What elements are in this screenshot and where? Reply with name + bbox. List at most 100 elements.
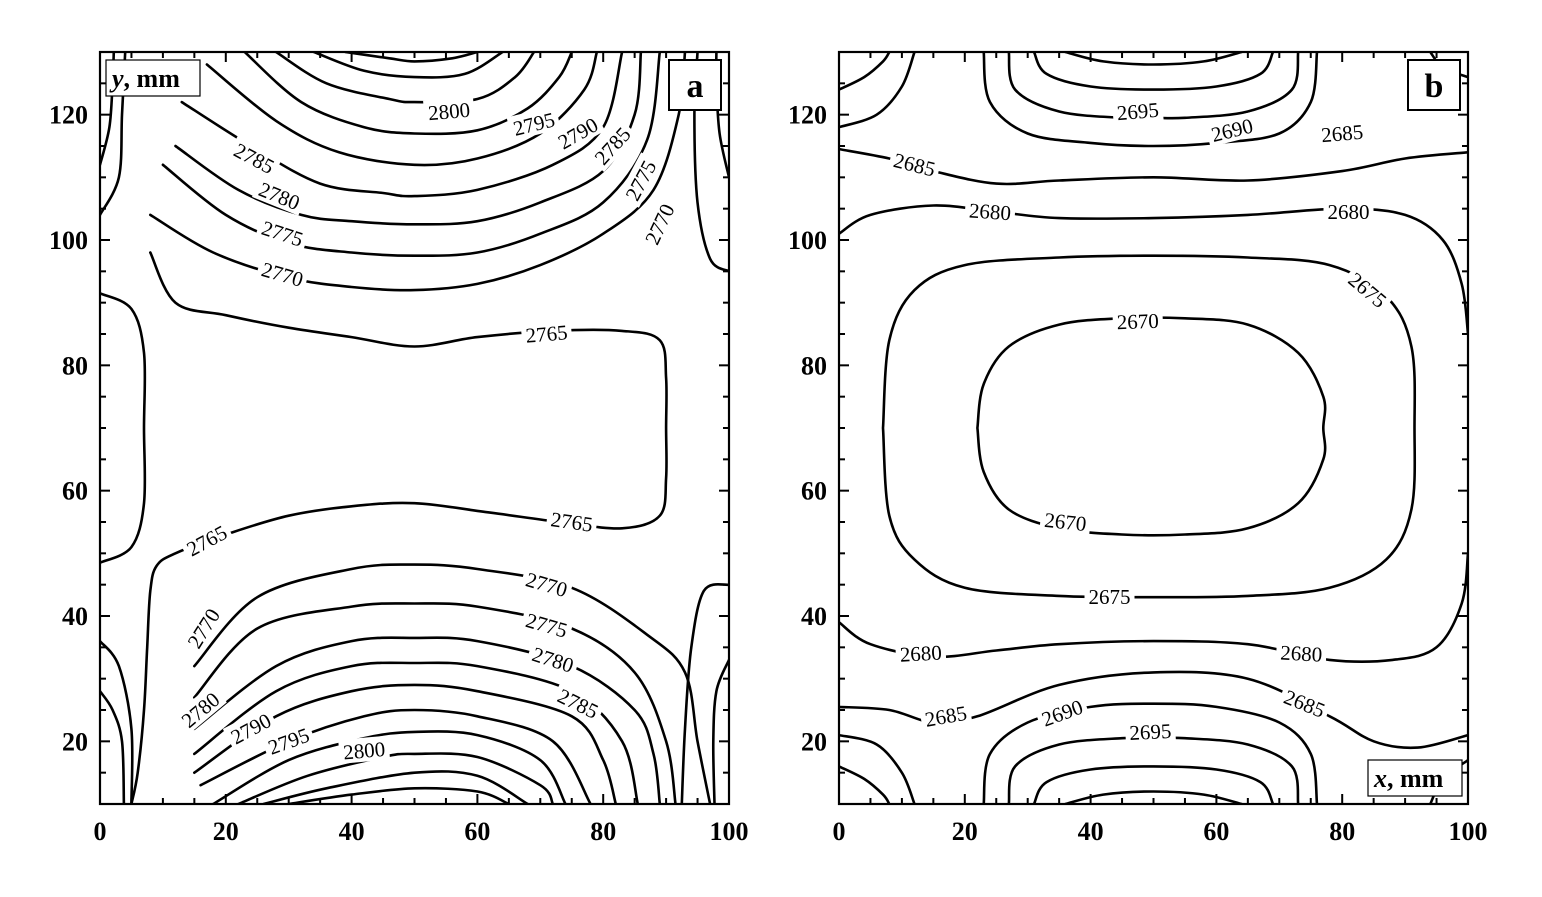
contour-label-text: 2765 [549, 507, 594, 537]
axis-label-text: x, mm [1373, 764, 1444, 793]
y-tick-label: 100 [788, 226, 827, 255]
x-tick-label: 0 [94, 817, 107, 846]
x-tick-label: 60 [464, 817, 490, 846]
contour-label: 2670 [1112, 307, 1164, 334]
contour-label-text: 2685 [923, 701, 969, 732]
contour-label: 2765 [520, 318, 573, 348]
contour-line [711, 658, 729, 804]
contour-line [237, 752, 555, 804]
y-tick-label: 100 [49, 226, 88, 255]
y-tick-label: 40 [62, 602, 88, 631]
y-tick-label: 80 [801, 351, 827, 380]
contour-line [205, 52, 599, 167]
contour-line [193, 563, 712, 804]
x-tick-label: 0 [833, 817, 846, 846]
contour-line [976, 316, 1327, 537]
contour-label: 2800 [423, 96, 475, 125]
contour-label-text: 2690 [1209, 114, 1256, 147]
contour-line [287, 786, 511, 804]
contour-line [312, 52, 504, 79]
contour-label: 2775 [519, 606, 575, 643]
contour-label: 2685 [887, 146, 942, 182]
x-tick-label: 40 [1078, 817, 1104, 846]
contour-line [274, 52, 536, 104]
contour-line [881, 254, 1417, 599]
contour-line [100, 292, 147, 564]
contour-label: 2785 [226, 135, 283, 180]
contour-label-text: 2680 [968, 198, 1012, 225]
contour-label: 2800 [338, 735, 391, 765]
contour-line [130, 251, 668, 804]
contour-label: 2690 [1034, 692, 1090, 732]
contour-line [262, 770, 529, 804]
contour-label: 2775 [255, 213, 311, 252]
contour-line [982, 52, 1319, 148]
contour-label: 2770 [519, 565, 575, 603]
contour-label-text: 2685 [1320, 120, 1364, 148]
y-tick-label: 60 [801, 477, 827, 506]
contour-label-text: 2670 [1043, 508, 1087, 536]
contour-lines [100, 52, 729, 804]
contour-line [1007, 736, 1300, 804]
x-tick-label: 100 [710, 817, 749, 846]
contour-label: 2680 [964, 197, 1016, 225]
y-tick-label: 80 [62, 351, 88, 380]
contour-line [100, 639, 134, 804]
contour-label: 2770 [179, 600, 227, 656]
y-tick-label: 120 [788, 101, 827, 130]
axis-label-text: y, mm [109, 64, 180, 93]
panel-label-text: a [687, 68, 704, 105]
contour-label: 2765 [545, 505, 599, 537]
contour-line [193, 683, 618, 804]
contour-line [193, 636, 662, 804]
contour-label-text: 2800 [427, 98, 471, 126]
axis-ticks [838, 51, 1469, 805]
contour-label: 2675 [1084, 584, 1135, 609]
y-tick-label: 120 [49, 101, 88, 130]
contour-line [839, 52, 916, 129]
contour-label-text: 2770 [259, 257, 306, 292]
contour-label-text: 2680 [1280, 641, 1323, 667]
contour-line [243, 52, 574, 136]
contour-label-text: 2680 [1328, 200, 1370, 224]
contour-label: 2680 [895, 639, 947, 667]
contour-label: 2785 [550, 681, 607, 725]
contour-line [1032, 52, 1275, 91]
contour-label: 2685 [919, 699, 973, 732]
contour-label: 2670 [1039, 506, 1092, 536]
contour-label-text: 2800 [342, 737, 386, 765]
contour-label-text: 2795 [511, 107, 558, 140]
x-tick-label: 20 [213, 817, 239, 846]
panel-label: a [668, 59, 722, 111]
y-tick-label: 20 [801, 727, 827, 756]
contour-label-text: 2775 [259, 216, 306, 252]
x-tick-label: 40 [339, 817, 365, 846]
contour-label-text: 2670 [1116, 309, 1159, 334]
contour-label-text: 2685 [1281, 685, 1329, 723]
x-tick-label: 20 [952, 817, 978, 846]
contour-label: 2780 [251, 174, 308, 216]
contour-label-text: 2685 [891, 148, 938, 181]
x-tick-label: 60 [1203, 817, 1229, 846]
contour-line [100, 689, 126, 804]
contour-line [839, 765, 891, 804]
x-axis-label: x, mm [1367, 759, 1463, 797]
contour-label-text: 2780 [529, 642, 576, 678]
x-tick-label: 80 [1329, 817, 1355, 846]
contour-label-text: 2680 [899, 641, 942, 667]
axis-ticks [99, 51, 730, 805]
contour-label: 2680 [1275, 639, 1327, 667]
contour-label: 2680 [1323, 198, 1374, 224]
contour-label-text: 2695 [1129, 719, 1172, 745]
contour-label-text: 2765 [525, 320, 569, 348]
panel-label-text: b [1425, 68, 1444, 105]
contour-label-text: 2675 [1089, 585, 1131, 609]
contour-label: 2770 [637, 196, 681, 252]
contour-label: 2685 [1277, 682, 1333, 724]
